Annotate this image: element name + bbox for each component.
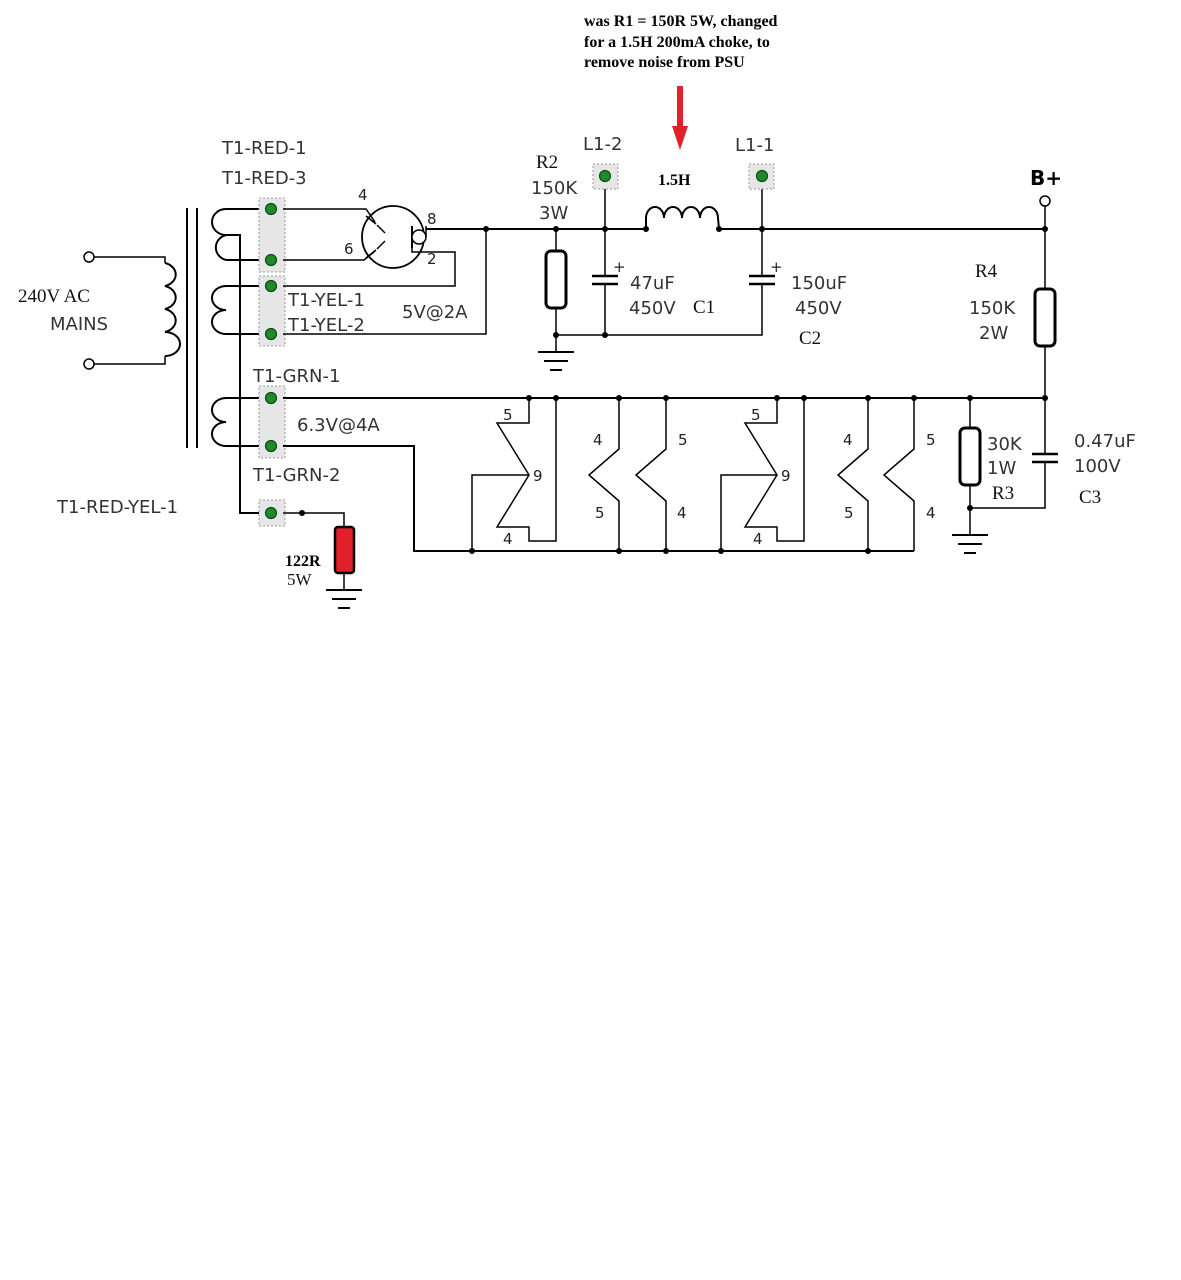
r2-name: R2 — [536, 152, 558, 173]
choke-label: 1.5H — [658, 172, 691, 189]
rct-value: 122R — [285, 553, 321, 570]
c3-value: 0.47uF — [1074, 431, 1136, 452]
valve-heater-3: 5 4 — [634, 398, 688, 551]
t1-grn-1-label: T1-GRN-1 — [252, 366, 340, 387]
t1-grn-2-label: T1-GRN-2 — [252, 465, 340, 486]
rectifier-valve: 4 6 8 2 — [344, 186, 437, 269]
heater5-pin-top: 4 — [843, 431, 853, 449]
c3-voltage: 100V — [1074, 456, 1121, 477]
ground-icon — [952, 534, 988, 554]
c1-voltage: 450V — [629, 298, 676, 319]
hv-secondary-winding — [211, 208, 227, 261]
t1-yel-2-label: T1-YEL-2 — [287, 315, 365, 336]
c3-name: C3 — [1079, 487, 1101, 508]
valve-pin-2: 2 — [427, 250, 437, 268]
rct-power: 5W — [287, 570, 313, 589]
resistor-r3: 30K 1W R3 — [958, 398, 1023, 535]
r4-power: 2W — [979, 323, 1008, 344]
resistor-centre-tap: 122R 5W — [283, 510, 356, 590]
heater4-pin-bottom: 4 — [753, 530, 763, 548]
heater-winding-label: 6.3V@4A — [297, 415, 380, 436]
c2-value: 150uF — [791, 273, 847, 294]
heater-junctions — [469, 395, 1048, 554]
t1-yel-1-label: T1-YEL-1 — [287, 290, 365, 311]
terminal-strip-ct — [258, 499, 286, 527]
testpoint-l1-1: L1-1 — [735, 135, 775, 229]
valve-pin-8: 8 — [427, 210, 437, 228]
testpoint-l1-2: L1-2 — [583, 134, 622, 229]
terminal-strip-red — [258, 197, 286, 273]
note-line-2: for a 1.5H 200mA choke, to — [584, 34, 770, 51]
rectifier-heater-winding — [211, 285, 227, 335]
valve-heater-6: 5 4 — [882, 398, 936, 551]
heater-winding — [211, 397, 227, 447]
primary-winding — [164, 262, 181, 357]
modification-note: was R1 = 150R 5W, changed for a 1.5H 200… — [584, 13, 778, 150]
rect-winding-label: 5V@2A — [402, 302, 468, 323]
bplus-label: B+ — [1030, 166, 1062, 190]
note-line-3: remove noise from PSU — [584, 54, 745, 71]
heater1-pin-top: 5 — [503, 406, 513, 424]
red-arrow-icon — [672, 86, 688, 150]
heater3-pin-top: 5 — [678, 431, 688, 449]
valve-heater-5: 4 5 — [836, 398, 869, 551]
valve-heater-2: 4 5 — [587, 398, 620, 551]
t1-red-3-label: T1-RED-3 — [221, 168, 307, 189]
capacitor-c1: + 47uF 450V C1 — [592, 229, 715, 335]
heater4-pin-top: 5 — [751, 406, 761, 424]
r4-value: 150K — [969, 298, 1016, 319]
c2-voltage: 450V — [795, 298, 842, 319]
capacitor-c3: 0.47uF 100V C3 — [970, 398, 1136, 509]
valve-pin-6: 6 — [344, 240, 354, 258]
r3-value: 30K — [987, 434, 1023, 455]
ground-icon — [538, 351, 574, 371]
note-line-1: was R1 = 150R 5W, changed — [584, 13, 778, 30]
mains-input: 240V AC MAINS — [18, 251, 166, 370]
bplus-output: B+ — [1030, 166, 1062, 229]
r4-name: R4 — [975, 261, 998, 282]
valve-heater-4: 5 9 4 — [720, 398, 805, 551]
capacitor-c2: + 150uF 450V C2 — [749, 229, 847, 349]
terminal-strip-grn — [258, 385, 286, 459]
t1-red-yel-1-label: T1-RED-YEL-1 — [56, 497, 178, 518]
terminal-strip-yel — [258, 275, 286, 347]
heater5-pin-bottom: 5 — [844, 504, 854, 522]
c1-value: 47uF — [630, 273, 675, 294]
c1-polarity: + — [613, 258, 626, 276]
l1-1-label: L1-1 — [735, 135, 774, 156]
heater2-pin-bottom: 5 — [595, 504, 605, 522]
r2-power: 3W — [539, 203, 568, 224]
valve-heater-1: 5 9 4 — [471, 398, 557, 551]
r2-value: 150K — [531, 178, 578, 199]
r3-name: R3 — [992, 483, 1014, 504]
ground-icon — [326, 589, 362, 609]
c2-polarity: + — [770, 258, 783, 276]
resistor-r2: R2 150K 3W — [531, 152, 578, 352]
mains-label-1: 240V AC — [18, 286, 90, 307]
heater3-pin-bottom: 4 — [677, 504, 687, 522]
heater6-pin-bottom: 4 — [926, 504, 936, 522]
t1-red-1-label: T1-RED-1 — [221, 138, 307, 159]
heater1-pin-mid: 9 — [533, 467, 543, 485]
l1-2-label: L1-2 — [583, 134, 622, 155]
resistor-r4: R4 150K 2W — [969, 229, 1057, 398]
heater6-pin-top: 5 — [926, 431, 936, 449]
r3-power: 1W — [987, 458, 1016, 479]
transformer-core — [186, 208, 198, 448]
heater2-pin-top: 4 — [593, 431, 603, 449]
c1-name: C1 — [693, 297, 715, 318]
c2-name: C2 — [799, 328, 821, 349]
valve-pin-4: 4 — [358, 186, 368, 204]
heater4-pin-mid: 9 — [781, 467, 791, 485]
heater1-pin-bottom: 4 — [503, 530, 513, 548]
choke-l1: 1.5H — [645, 172, 720, 230]
mains-label-2: MAINS — [50, 314, 108, 335]
